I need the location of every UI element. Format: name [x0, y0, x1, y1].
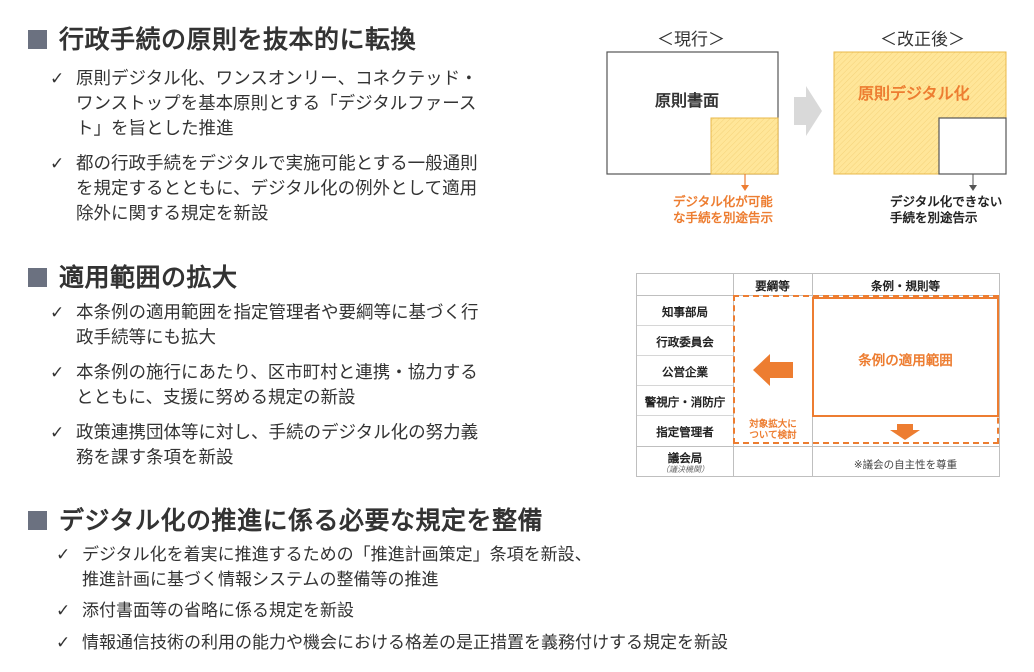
bullet-item: ✓ 政策連携団体等に対し、手続のデジタル化の努力義 務を課す条項を新設: [50, 421, 479, 471]
bullet-item: ✓ 添付書面等の省略に係る規定を新設: [56, 599, 354, 624]
section-title-text: デジタル化の推進に係る必要な規定を整備: [59, 506, 544, 535]
bullet-line: 本条例の施行にあたり、区市町村と連携・協力する: [76, 363, 478, 383]
row-sublabel: （議決機関）: [661, 465, 709, 474]
row-label: 公営企業: [662, 365, 708, 379]
row-divider: [637, 355, 733, 356]
check-icon: ✓: [50, 423, 65, 443]
diagram2-arrows-svg: [753, 354, 920, 440]
bullet-line: ト」を旨とした推進: [76, 119, 234, 139]
revised-main-label: 原則デジタル化: [858, 84, 970, 103]
row-label: 警視庁・消防庁: [644, 395, 726, 409]
transition-arrow-icon: [794, 86, 822, 136]
expand-note-line: ついて検討: [749, 430, 797, 441]
current-note-line: デジタル化が可能: [673, 194, 773, 209]
current-main-label: 原則書面: [655, 91, 720, 110]
check-icon: ✓: [56, 601, 71, 621]
section-title-rules: デジタル化の推進に係る必要な規定を整備: [28, 501, 543, 537]
section-title-text: 適用範囲の拡大: [59, 263, 238, 292]
ordinance-scope-box: [812, 297, 999, 417]
row-divider: [637, 446, 999, 447]
bullet-line: 本条例の適用範囲を指定管理者や要綱等に基づく行: [76, 303, 479, 323]
bullet-item: ✓ デジタル化を着実に推進するための「推進計画策定」条項を新設、 推進計画に基づ…: [56, 543, 592, 593]
bullet-line: 推進計画に基づく情報システムの整備等の推進: [82, 570, 439, 590]
bullet-line: 添付書面等の省略に係る規定を新設: [82, 601, 354, 621]
row-label-assembly: 議会局: [667, 451, 703, 465]
scope-table: 要綱等 条例・規則等 知事部局 行政委員会 公営企業 警視庁・消防庁 指定管理者…: [636, 273, 1000, 477]
bullet-line: とともに、支援に努める規定の新設: [76, 388, 356, 408]
expand-note-line: 対象拡大に: [749, 419, 797, 430]
check-icon: ✓: [50, 303, 65, 323]
row-label: 行政委員会: [656, 335, 714, 349]
check-icon: ✓: [50, 154, 65, 174]
revised-note: デジタル化できない 手続を別途告示: [890, 194, 1002, 226]
bullet-item: ✓ 都の行政手続をデジタルで実施可能とする一般通則 を規定するとともに、デジタル…: [50, 152, 478, 227]
check-icon: ✓: [56, 633, 71, 653]
square-bullet-icon: [28, 511, 47, 530]
revised-paper-corner: [938, 117, 1007, 175]
bullet-item: ✓ 情報通信技術の利用の能力や機会における格差の是正措置を義務付けする規定を新設: [56, 631, 728, 656]
check-icon: ✓: [56, 545, 71, 565]
bullet-line: 政手続等にも拡大: [76, 328, 216, 348]
revised-pointer-arrow-icon: [969, 185, 977, 191]
col-header-guidelines: 要綱等: [755, 279, 790, 293]
current-label: ＜現行＞: [657, 30, 725, 50]
assembly-note: ※議会の自主性を尊重: [853, 459, 958, 471]
bullet-line: 都の行政手続をデジタルで実施可能とする一般通則: [76, 154, 478, 174]
bullet-item: ✓ 本条例の施行にあたり、区市町村と連携・協力する とともに、支援に努める規定の…: [50, 361, 478, 411]
scope-label: 条例の適用範囲: [858, 353, 953, 369]
current-note-line: な手続を別途告示: [673, 210, 774, 225]
bullet-line: 原則デジタル化、ワンスオンリー、コネクテッド・: [76, 69, 478, 89]
row-label: 指定管理者: [656, 425, 714, 439]
expand-note: 対象拡大に ついて検討: [737, 419, 809, 441]
current-pointer-arrow-icon: [741, 185, 749, 191]
row-divider: [637, 415, 733, 416]
bullet-item: ✓ 本条例の適用範囲を指定管理者や要綱等に基づく行 政手続等にも拡大: [50, 301, 479, 351]
check-icon: ✓: [50, 363, 65, 383]
square-bullet-icon: [28, 268, 47, 287]
down-arrow-icon: [890, 424, 920, 440]
bullet-line: を規定するとともに、デジタル化の例外として適用: [76, 179, 478, 199]
revised-label: ＜改正後＞: [880, 30, 965, 50]
section-title-principle: 行政手続の原則を抜本的に転換: [28, 20, 416, 56]
section-title-scope: 適用範囲の拡大: [28, 258, 238, 294]
bullet-item: ✓ 原則デジタル化、ワンスオンリー、コネクテッド・ ワンストップを基本原則とする…: [50, 67, 478, 142]
row-label: 知事部局: [662, 305, 708, 319]
col-header-ordinances: 条例・規則等: [871, 279, 940, 293]
bullet-line: 政策連携団体等に対し、手続のデジタル化の努力義: [76, 423, 479, 443]
row-divider: [637, 325, 733, 326]
current-note: デジタル化が可能 な手続を別途告示: [673, 194, 773, 226]
revised-note-line: 手続を別途告示: [890, 210, 978, 225]
check-icon: ✓: [50, 69, 65, 89]
revised-note-line: デジタル化できない: [890, 194, 1003, 209]
square-bullet-icon: [28, 30, 47, 49]
row-divider: [637, 385, 733, 386]
bullet-line: 除外に関する規定を新設: [76, 204, 269, 224]
bullet-line: デジタル化を着実に推進するための「推進計画策定」条項を新設、: [82, 545, 592, 565]
current-digital-corner: [710, 117, 779, 175]
bullet-line: ワンストップを基本原則とする「デジタルファース: [76, 94, 477, 114]
left-arrow-icon: [753, 354, 793, 386]
bullet-line: 情報通信技術の利用の能力や機会における格差の是正措置を義務付けする規定を新設: [82, 633, 728, 653]
section-title-text: 行政手続の原則を抜本的に転換: [59, 25, 417, 54]
bullet-line: 務を課す条項を新設: [76, 448, 234, 468]
